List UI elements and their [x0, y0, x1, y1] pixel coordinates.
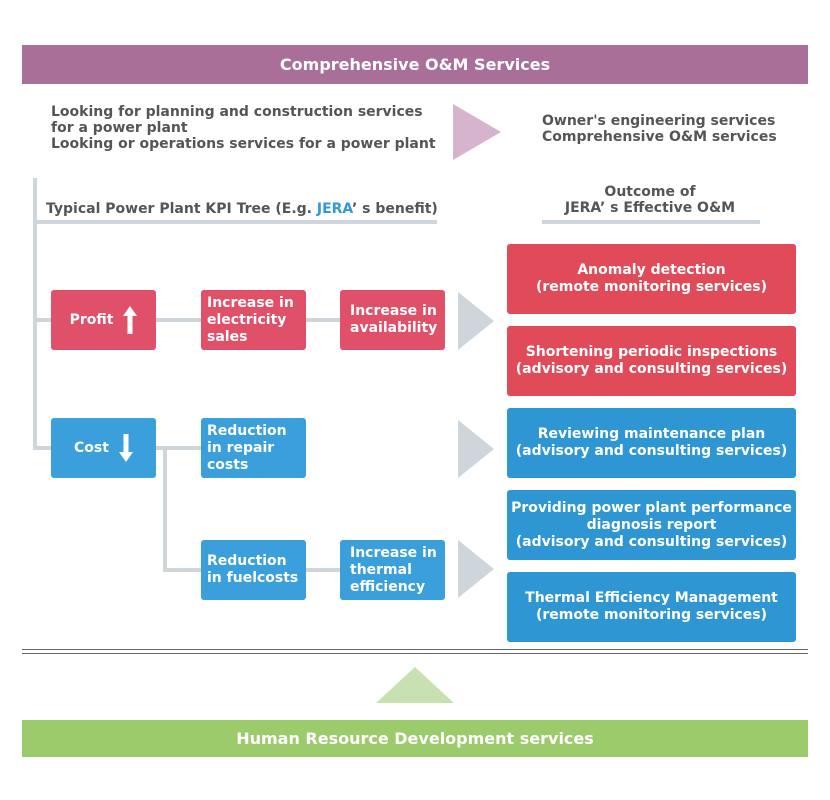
outcome-3-line2: (advisory and consulting services) — [515, 443, 788, 459]
outcome-performance-diagnosis: Providing power plant performance diagno… — [507, 490, 796, 560]
cost-node: Cost — [51, 418, 156, 478]
outcome-underline — [542, 220, 760, 224]
reduction-fuel-label: Reduction in fuelcosts — [207, 553, 299, 586]
cost-branch-line — [163, 446, 167, 572]
intro-needs: Looking for planning and construction se… — [51, 104, 441, 152]
outcome-shortening-inspections: Shortening periodic inspections (advisor… — [507, 326, 796, 396]
intro-service-1: Owner's engineering services — [542, 113, 776, 129]
branch-to-fuel-line — [163, 568, 203, 572]
outcome-2-line2: (advisory and consulting services) — [515, 361, 788, 377]
intro-services: Owner's engineering services Comprehensi… — [542, 113, 777, 145]
separator-rule-bottom — [22, 653, 808, 654]
arrow-down-icon — [118, 434, 133, 462]
outcome-header-line1: Outcome of — [604, 184, 696, 200]
reduction-fuel-node: Reduction in fuelcosts — [201, 540, 306, 600]
chevron-right-icon — [458, 540, 494, 598]
chevron-right-icon — [458, 292, 494, 350]
profit-to-sales-line — [155, 318, 203, 322]
outcome-1-line2: (remote monitoring services) — [535, 279, 768, 295]
intro-need-1: Looking for planning and construction se… — [51, 104, 423, 136]
kpi-title-prefix: Typical Power Plant KPI Tree (E.g. — [46, 201, 317, 217]
tree-trunk-line — [33, 178, 37, 450]
increase-sales-node: Increase in electricity sales — [201, 290, 306, 350]
increase-thermal-label: Increase in thermal efficiency — [350, 544, 437, 595]
increase-availability-label: Increase in availability — [350, 303, 438, 336]
increase-availability-node: Increase in availability — [340, 290, 445, 350]
outcome-reviewing-maintenance: Reviewing maintenance plan (advisory and… — [507, 408, 796, 478]
outcome-2-line1: Shortening periodic inspections — [525, 344, 778, 360]
banner-title: Comprehensive O&M Services — [279, 55, 551, 74]
separator-rule-top — [22, 649, 808, 650]
sales-to-availability-line — [305, 318, 342, 322]
footer-title: Human Resource Development services — [236, 729, 594, 748]
arrow-up-icon — [123, 306, 138, 334]
green-up-arrow-icon — [376, 667, 454, 703]
outcome-header: Outcome of JERA’ s Effective O&M — [540, 184, 760, 216]
profit-node: Profit — [51, 290, 156, 350]
human-resource-banner: Human Resource Development services — [22, 720, 808, 757]
outcome-5-line1: Thermal Efficiency Management — [525, 590, 778, 606]
outcome-4-line2: diagnosis report — [586, 516, 717, 533]
fuel-to-thermal-line — [305, 568, 342, 572]
cost-label: Cost — [74, 439, 109, 456]
cost-connector — [33, 446, 53, 450]
profit-label: Profit — [69, 311, 114, 328]
chevron-right-icon — [458, 420, 494, 478]
outcome-4-line1: Providing power plant performance — [511, 499, 792, 516]
outcome-4-line3: (advisory and consulting services) — [515, 533, 788, 550]
kpi-tree-title: Typical Power Plant KPI Tree (E.g. JERA’… — [46, 201, 438, 217]
outcome-anomaly-detection: Anomaly detection (remote monitoring ser… — [507, 244, 796, 314]
purple-arrow-icon — [453, 104, 501, 160]
kpi-title-suffix: ’ s benefit) — [351, 201, 438, 217]
outcome-3-line1: Reviewing maintenance plan — [537, 426, 766, 442]
kpi-underline — [33, 220, 437, 224]
increase-thermal-node: Increase in thermal efficiency — [340, 540, 445, 600]
outcome-1-line1: Anomaly detection — [577, 262, 726, 278]
outcome-thermal-efficiency: Thermal Efficiency Management (remote mo… — [507, 572, 796, 642]
intro-need-2: Looking or operations services for a pow… — [51, 136, 436, 152]
reduction-repair-node: Reduction in repair costs — [201, 418, 306, 478]
profit-connector — [33, 318, 53, 322]
intro-service-2: Comprehensive O&M services — [542, 129, 777, 145]
cost-to-repair-line — [155, 446, 203, 450]
kpi-title-brand: JERA — [316, 201, 352, 217]
increase-sales-label: Increase in electricity sales — [207, 294, 294, 345]
outcome-header-line2: JERA’ s Effective O&M — [564, 200, 736, 216]
comprehensive-om-banner: Comprehensive O&M Services — [22, 45, 808, 84]
reduction-repair-label: Reduction in repair costs — [207, 422, 287, 473]
outcome-5-line2: (remote monitoring services) — [535, 607, 768, 623]
